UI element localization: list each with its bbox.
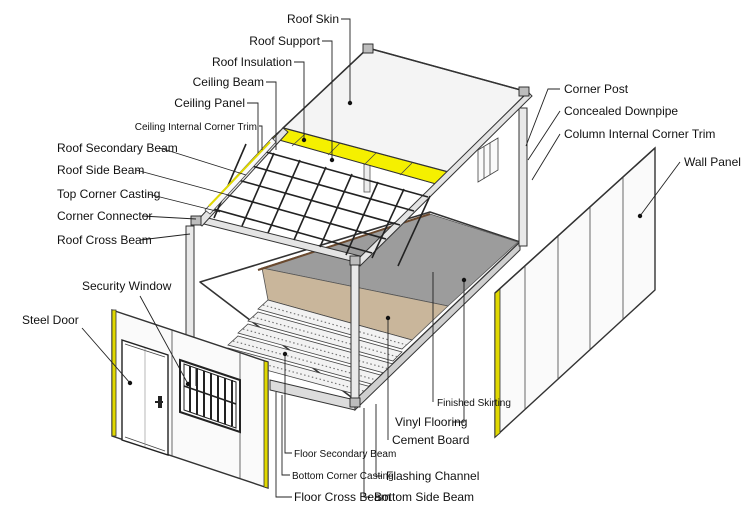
- roof-secondary-beams: [209, 143, 431, 267]
- label-top-corner-casting: Top Corner Casting: [57, 187, 160, 201]
- label-ceiling-internal-corner-trim: Ceiling Internal Corner Trim: [135, 122, 257, 133]
- roof-assembly: [190, 43, 533, 408]
- label-security-window: Security Window: [82, 279, 172, 293]
- label-bottom-corner-casting: Bottom Corner Casting: [292, 471, 394, 482]
- label-flashing-channel: Flashing Channel: [386, 469, 479, 483]
- top-corner-casting: [190, 215, 202, 226]
- leader-lines: [81, 18, 681, 498]
- label-corner-connector: Corner Connector: [57, 209, 152, 223]
- label-vinyl-flooring: Vinyl Flooring: [395, 415, 467, 429]
- label-wall-panel: Wall Panel: [684, 155, 741, 169]
- label-steel-door: Steel Door: [22, 313, 79, 327]
- label-roof-side-beam: Roof Side Beam: [57, 163, 144, 177]
- label-column-internal-corner-trim: Column Internal Corner Trim: [564, 127, 715, 141]
- back-window: [477, 137, 499, 183]
- labels: Roof Skin Roof Support Roof Insulation C…: [22, 12, 741, 504]
- label-bottom-side-beam: Bottom Side Beam: [374, 490, 474, 504]
- label-roof-secondary-beam: Roof Secondary Beam: [57, 141, 178, 155]
- label-roof-support: Roof Support: [249, 34, 320, 48]
- label-corner-post: Corner Post: [564, 82, 629, 96]
- label-concealed-downpipe: Concealed Downpipe: [564, 104, 678, 118]
- label-floor-secondary-beam: Floor Secondary Beam: [294, 449, 396, 460]
- bottom-corner-casting: [349, 397, 361, 408]
- label-roof-cross-beam: Roof Cross Beam: [57, 233, 152, 247]
- label-ceiling-beam: Ceiling Beam: [193, 75, 264, 89]
- front-wall-panel: [111, 309, 269, 489]
- label-floor-cross-beam: Floor Cross Beam: [294, 490, 391, 504]
- label-roof-insulation: Roof Insulation: [212, 55, 292, 69]
- label-cement-board: Cement Board: [392, 433, 469, 447]
- label-roof-skin: Roof Skin: [287, 12, 339, 26]
- label-finished-skirting: Finished Skirting: [437, 398, 511, 409]
- ceiling-panel: [204, 137, 277, 215]
- label-ceiling-panel: Ceiling Panel: [174, 96, 245, 110]
- wall-panel: [494, 146, 656, 439]
